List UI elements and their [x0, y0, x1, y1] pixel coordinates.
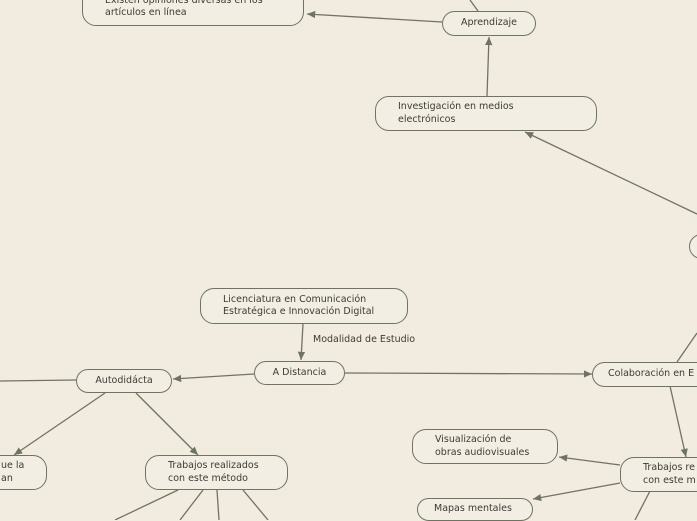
node-visualizacion-text: Visualización de obras audiovisuales — [435, 434, 530, 458]
edge-trabajos-out-2 — [179, 489, 204, 520]
node-aprendizaje[interactable]: Aprendizaje — [442, 11, 536, 36]
node-licenciatura[interactable]: Licenciatura en Comunicación Estratégica… — [200, 288, 408, 324]
node-trabajos-left-text: Trabajos realizados con este método — [168, 460, 259, 484]
edge-autodidacta-to-trabajos — [135, 392, 199, 456]
edge-colaboracion-up — [676, 332, 697, 363]
node-trabajos-right-text: Trabajos re con este m — [643, 462, 696, 486]
node-autodidacta-text: Autodidácta — [95, 374, 153, 386]
node-mapas[interactable]: Mapas mentales — [417, 498, 533, 521]
node-aprendizaje-text: Aprendizaje — [460, 17, 518, 29]
node-mapas-text: Mapas mentales — [434, 503, 512, 515]
edge-trabajos-to-mapas — [532, 482, 621, 502]
node-opiniones[interactable]: Existen opiniones diversas en los artícu… — [82, 0, 304, 26]
edge-autodidacta-to-que-la — [13, 392, 106, 456]
node-distancia[interactable]: A Distancia — [254, 361, 345, 385]
edge-distancia-to-colaboracion — [344, 370, 593, 378]
edge-top-to-aprendizaje — [469, 0, 479, 12]
edge-trabajos-out-3 — [216, 489, 220, 520]
node-que-la[interactable]: ue la an — [0, 455, 47, 490]
edge-aprendizaje-to-opiniones — [306, 10, 443, 23]
node-visualizacion[interactable]: Visualización de obras audiovisuales — [412, 429, 558, 464]
edge-trabajos-out-1 — [114, 489, 179, 520]
node-que-la-text: ue la an — [1, 460, 25, 484]
node-licenciatura-text: Licenciatura en Comunicación Estratégica… — [223, 293, 375, 318]
edge-colaboracion-to-trabajos — [669, 385, 688, 458]
edge-label-modalidad: Modalidad de Estudio — [313, 334, 416, 345]
node-trabajos-left[interactable]: Trabajos realizados con este método — [145, 455, 288, 490]
node-distancia-text: A Distancia — [272, 366, 327, 378]
edge-licenciatura-to-distancia — [297, 323, 306, 361]
node-autodidacta[interactable]: Autodidácta — [76, 369, 172, 393]
node-trabajos-right[interactable]: Trabajos re con este m — [620, 457, 697, 492]
edge-left-to-autodidacta — [0, 379, 77, 382]
edge-right-to-investigacion — [524, 131, 697, 215]
node-colaboracion[interactable]: Colaboración en E — [592, 362, 697, 387]
node-investigacion-text: Investigación en medios electrónicos — [398, 101, 514, 125]
edge-trabajos-to-visualizacion — [558, 454, 621, 466]
edge-investigacion-to-aprendizaje — [485, 36, 493, 97]
edge-trabajos-out-4 — [242, 489, 269, 520]
node-opiniones-text: Existen opiniones diversas en los artícu… — [105, 0, 263, 18]
node-investigacion[interactable]: Investigación en medios electrónicos — [375, 96, 597, 131]
edge-distancia-to-autodidacta — [172, 373, 255, 383]
node-colaboracion-text: Colaboración en E — [608, 368, 695, 380]
edge-trabajos-down — [634, 490, 651, 520]
